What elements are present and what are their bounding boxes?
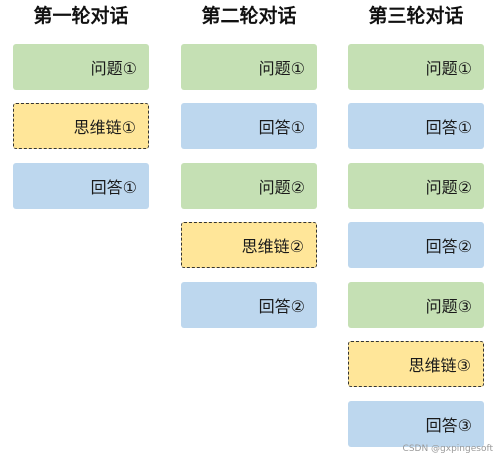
round-1-thought-chain-1-block: 思维链① — [13, 103, 149, 149]
round-2-question-2-block: 问题② — [181, 163, 317, 209]
round-2-answer-1-block: 回答① — [181, 103, 317, 149]
round-3-title: 第三轮对话 — [368, 5, 464, 27]
round-3-answer-3-block: 回答③ — [348, 401, 484, 447]
round-1-answer-1-block: 回答① — [13, 163, 149, 209]
round-3-question-1-block: 问题① — [348, 44, 484, 90]
round-1-question-1-block: 问题① — [13, 44, 149, 90]
watermark: CSDN @gxpingesoft — [402, 444, 493, 454]
round-1-title: 第一轮对话 — [33, 5, 129, 27]
round-3-thought-chain-3-block: 思维链③ — [348, 341, 484, 387]
round-2-title: 第二轮对话 — [201, 5, 297, 27]
round-3-question-3-block: 问题③ — [348, 282, 484, 328]
round-2-thought-chain-2-block: 思维链② — [181, 222, 317, 268]
round-3-question-2-block: 问题② — [348, 163, 484, 209]
round-3-answer-2-block: 回答② — [348, 222, 484, 268]
round-2-answer-2-block: 回答② — [181, 282, 317, 328]
round-2-question-1-block: 问题① — [181, 44, 317, 90]
round-3-answer-1-block: 回答① — [348, 103, 484, 149]
